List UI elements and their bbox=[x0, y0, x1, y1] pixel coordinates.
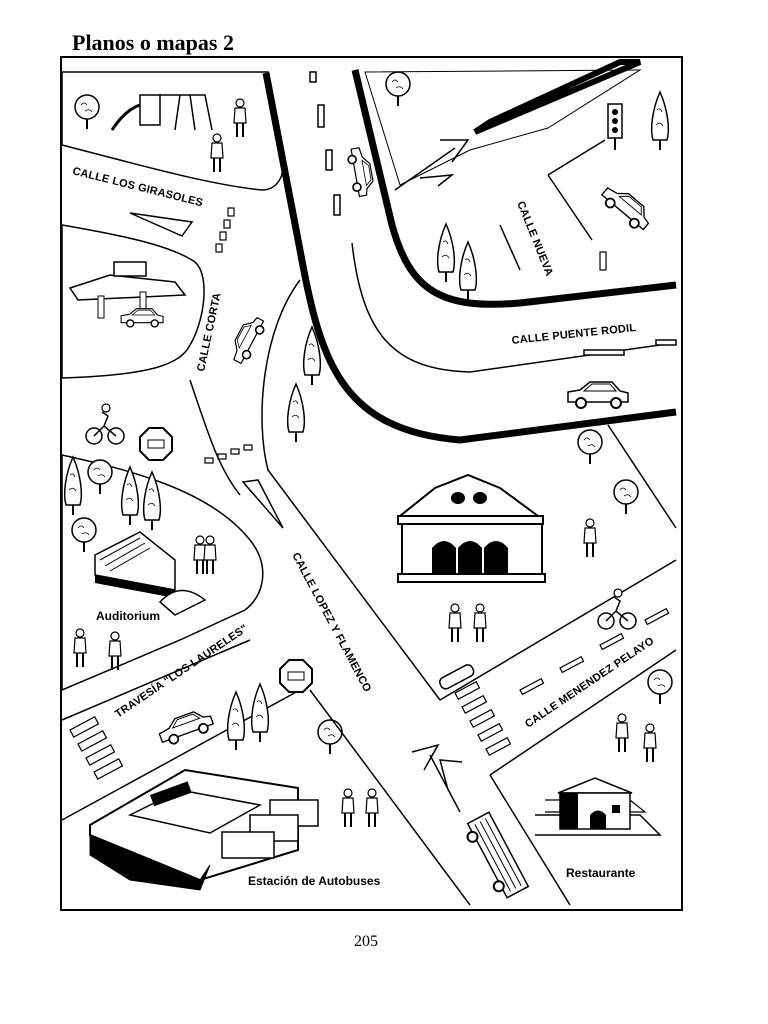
page-number: 205 bbox=[354, 933, 378, 950]
parking-lines bbox=[547, 139, 606, 241]
road-edge bbox=[439, 559, 677, 701]
road-edge bbox=[607, 424, 677, 529]
lane-dashes bbox=[519, 607, 670, 696]
yield-sign-icon bbox=[241, 479, 284, 529]
place-label-bus-station: Estación de Autobuses bbox=[248, 874, 381, 888]
bus-icon bbox=[221, 799, 319, 859]
place-label-restaurant: Restaurante bbox=[566, 866, 636, 880]
block-upper-right bbox=[364, 69, 642, 186]
road-edge bbox=[489, 649, 677, 776]
crosswalk bbox=[69, 716, 124, 780]
restaurant-icon bbox=[535, 777, 662, 836]
stop-sign-icon bbox=[279, 659, 313, 693]
fire-truck-icon bbox=[466, 811, 530, 899]
road-edge bbox=[61, 639, 251, 721]
traffic-light-icon bbox=[607, 103, 623, 150]
crosswalk bbox=[204, 444, 253, 464]
page-title: Planos o mapas 2 bbox=[72, 30, 234, 55]
road-edge bbox=[189, 379, 241, 496]
road-edge-inner bbox=[351, 69, 677, 308]
road-edge bbox=[489, 774, 571, 906]
road-lane-line bbox=[351, 242, 661, 373]
theater-icon bbox=[397, 473, 546, 583]
lane-dashes bbox=[309, 71, 677, 356]
auditorium-icon bbox=[94, 531, 207, 616]
block-gas-station bbox=[61, 224, 205, 379]
sign-icon bbox=[439, 664, 475, 690]
arrow-icon bbox=[411, 743, 463, 813]
crosswalk bbox=[215, 207, 235, 253]
stop-sign-icon bbox=[139, 427, 173, 461]
road-edge bbox=[261, 279, 441, 701]
playground-icon bbox=[110, 94, 213, 131]
arrow-icon bbox=[394, 139, 470, 191]
crosswalk bbox=[454, 680, 512, 756]
road-edge bbox=[309, 689, 471, 906]
place-label-auditorium: Auditorium bbox=[96, 609, 160, 623]
yield-sign-icon bbox=[129, 212, 194, 237]
gas-station-icon bbox=[68, 261, 187, 319]
hatched-area bbox=[473, 59, 642, 135]
road-edge-outer bbox=[262, 72, 677, 444]
bus-station-icon bbox=[89, 768, 299, 891]
